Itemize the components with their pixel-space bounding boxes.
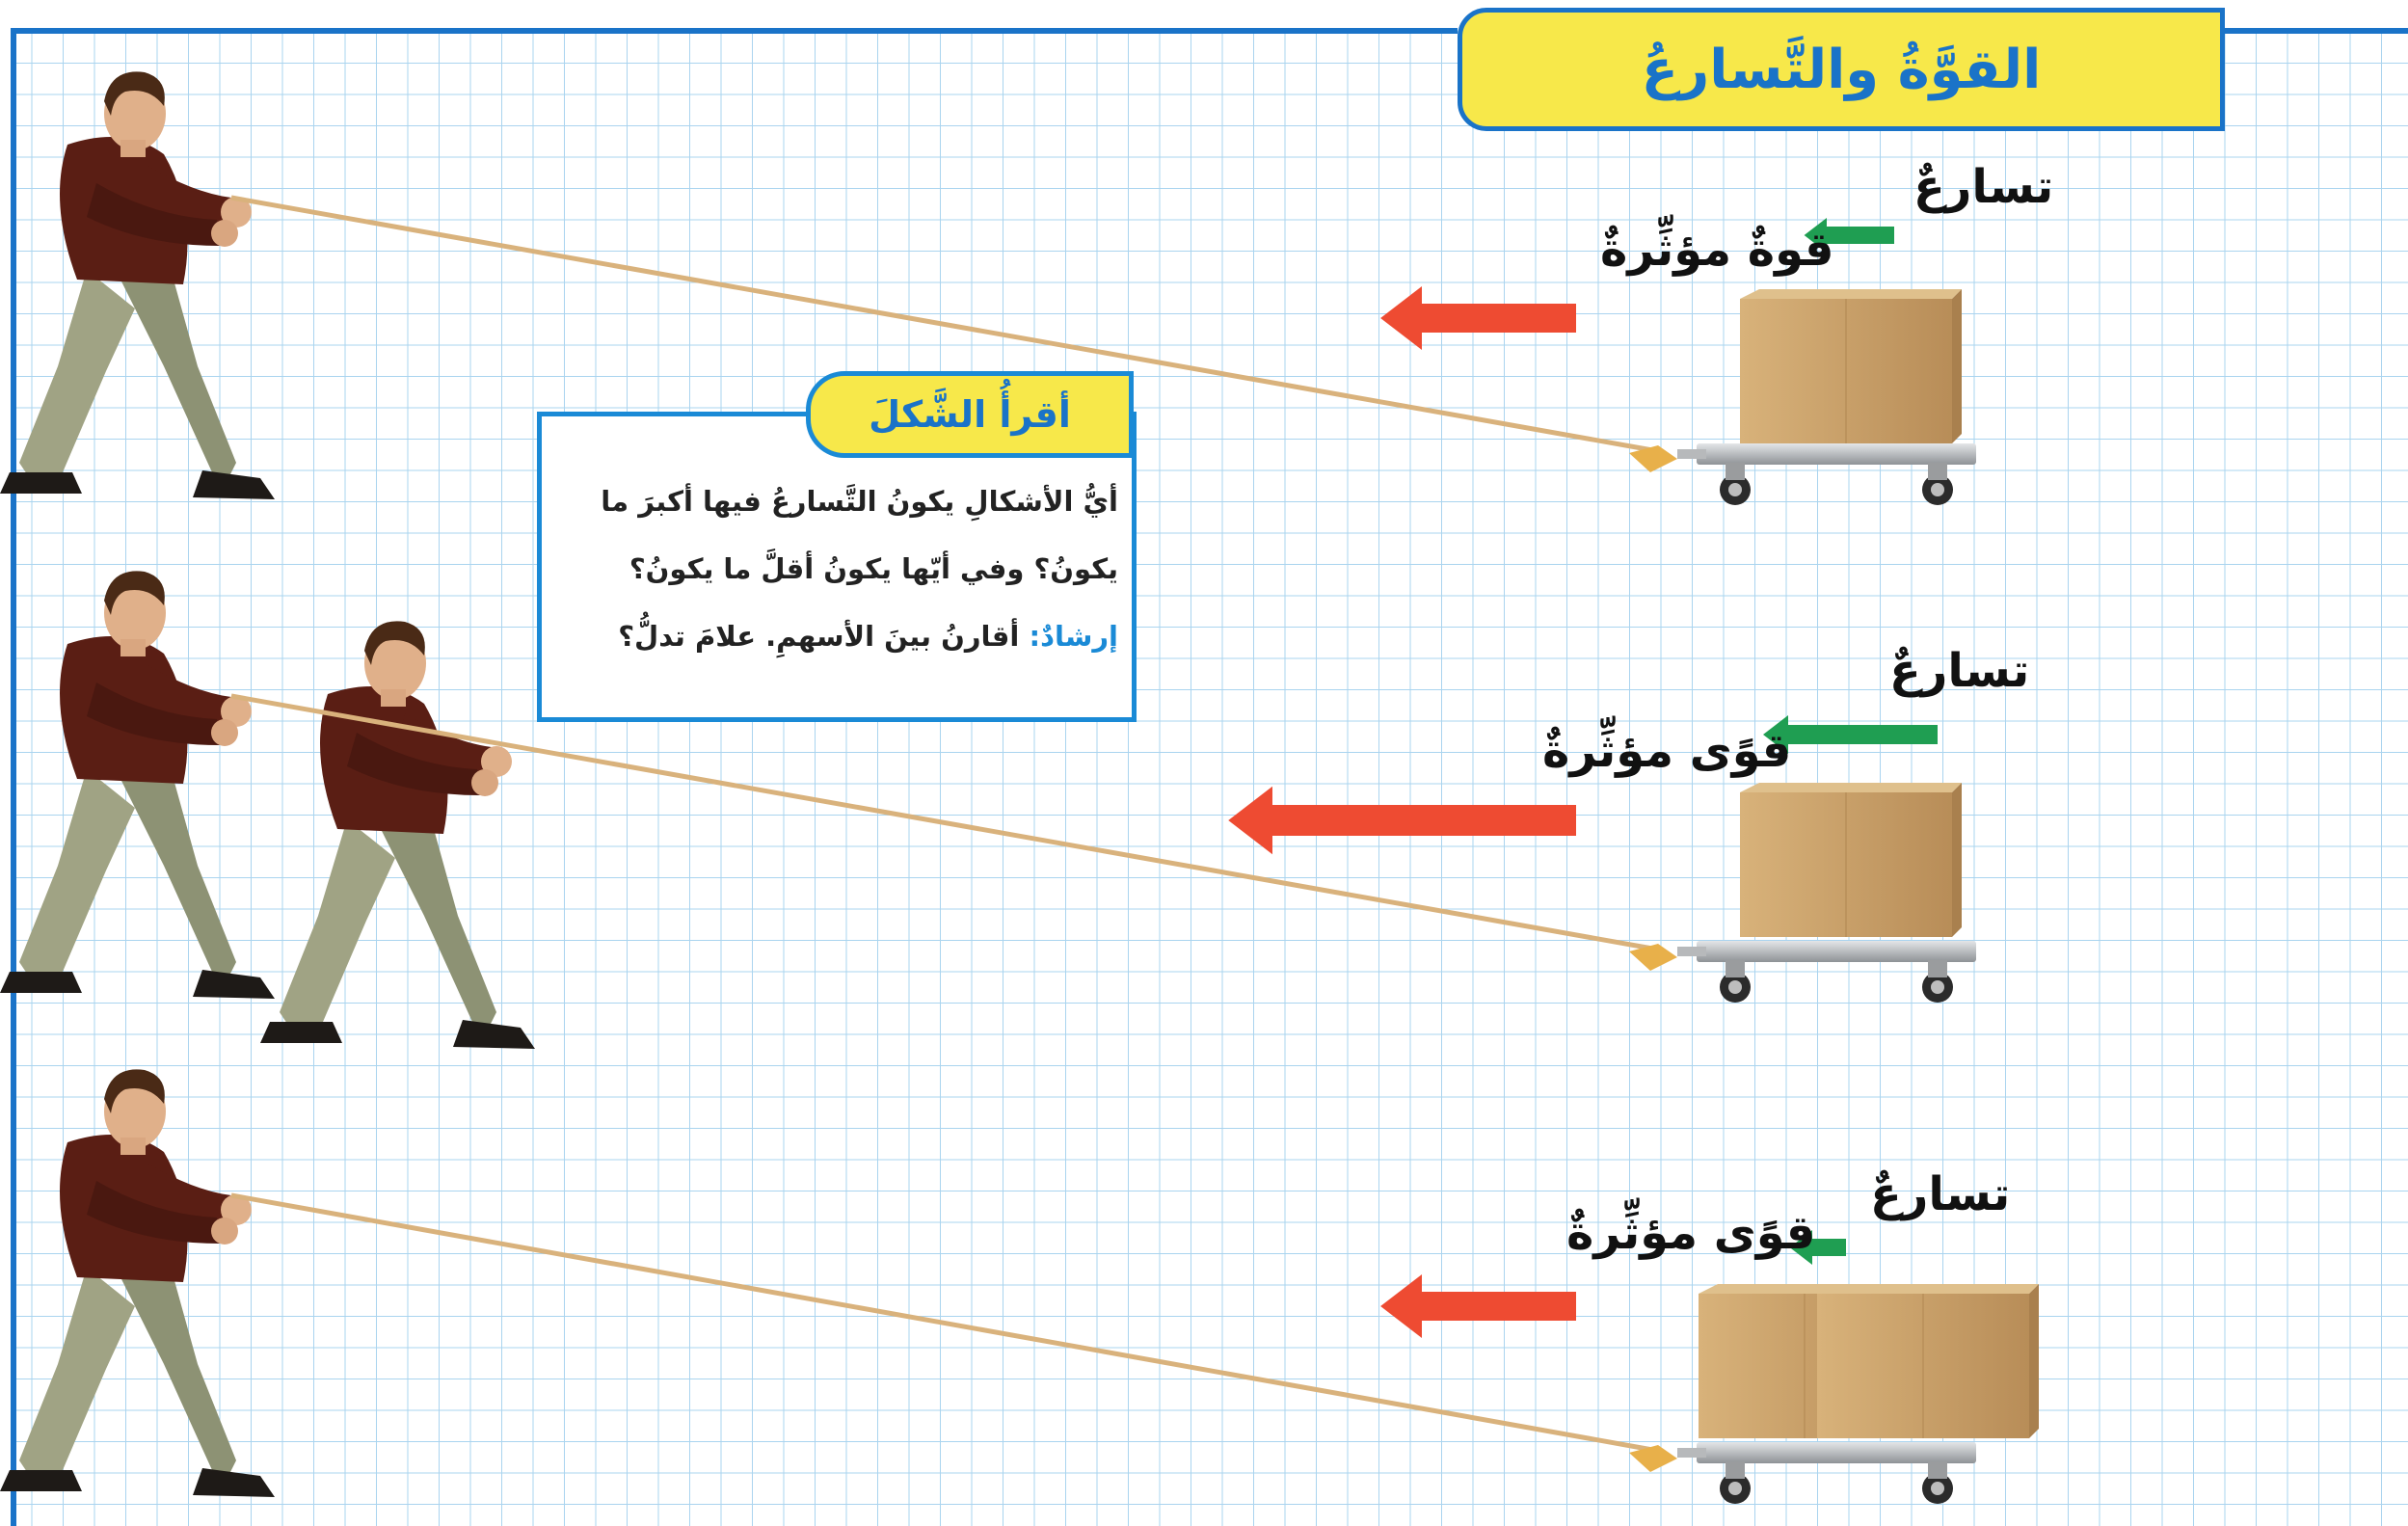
read-figure-question: أيُّ الأشكالِ يكونُ التَّسارعُ فيها أكبر… [601, 485, 1118, 585]
read-figure-tab: أقرأُ الشَّكلَ [806, 371, 1134, 458]
hint-text: أقارنُ بينَ الأسهمِ. علامَ تدلُّ؟ [618, 620, 1020, 653]
acceleration-label: تسارعٌ [1889, 644, 2029, 698]
force-arrow [1380, 286, 1576, 350]
hint-label: إرشادٌ: [1029, 620, 1118, 653]
rope [230, 693, 1659, 952]
acceleration-label: تسارعٌ [1870, 1167, 2010, 1221]
read-figure-heading: أقرأُ الشَّكلَ [869, 393, 1071, 436]
panel-3: قوًى مؤثِّرةٌ تسارعٌ [0, 1069, 2040, 1504]
box [1816, 1283, 2040, 1439]
page-title: القوَّةُ والتَّسارعُ [1641, 38, 2042, 101]
box [1739, 782, 1963, 938]
acceleration-arrow [1804, 218, 1894, 253]
acceleration-arrow [1763, 715, 1938, 754]
force-arrow [1228, 786, 1576, 855]
panel-1: قوةٌ مؤثِّرةٌ تسارعٌ [0, 71, 2053, 505]
force-label: قوًى مؤثِّرةٌ [1542, 715, 1791, 778]
acceleration-arrow [1789, 1230, 1846, 1265]
rope-knot [1629, 944, 1677, 971]
read-figure-hint: إرشادٌ: أقارنُ بينَ الأسهمِ. علامَ تدلُّ… [554, 602, 1118, 670]
rope [230, 195, 1659, 454]
read-figure-body: أيُّ الأشكالِ يكونُ التَّسارعُ فيها أكبر… [554, 468, 1118, 670]
force-label: قوةٌ مؤثِّرةٌ [1600, 214, 1834, 277]
rope-knot [1629, 1445, 1677, 1472]
box [1739, 288, 1963, 444]
force-label: قوًى مؤثِّرةٌ [1566, 1197, 1815, 1260]
rope-knot [1629, 445, 1677, 472]
frame-border [11, 28, 2408, 1526]
read-figure-card [537, 412, 1137, 722]
force-arrow [1380, 1274, 1576, 1338]
rope [230, 1192, 1659, 1454]
title-banner: القوَّةُ والتَّسارعُ [1458, 8, 2225, 131]
panel-2: قوًى مؤثِّرةٌ تسارعٌ [0, 571, 2029, 1049]
acceleration-label: تسارعٌ [1913, 160, 2053, 214]
